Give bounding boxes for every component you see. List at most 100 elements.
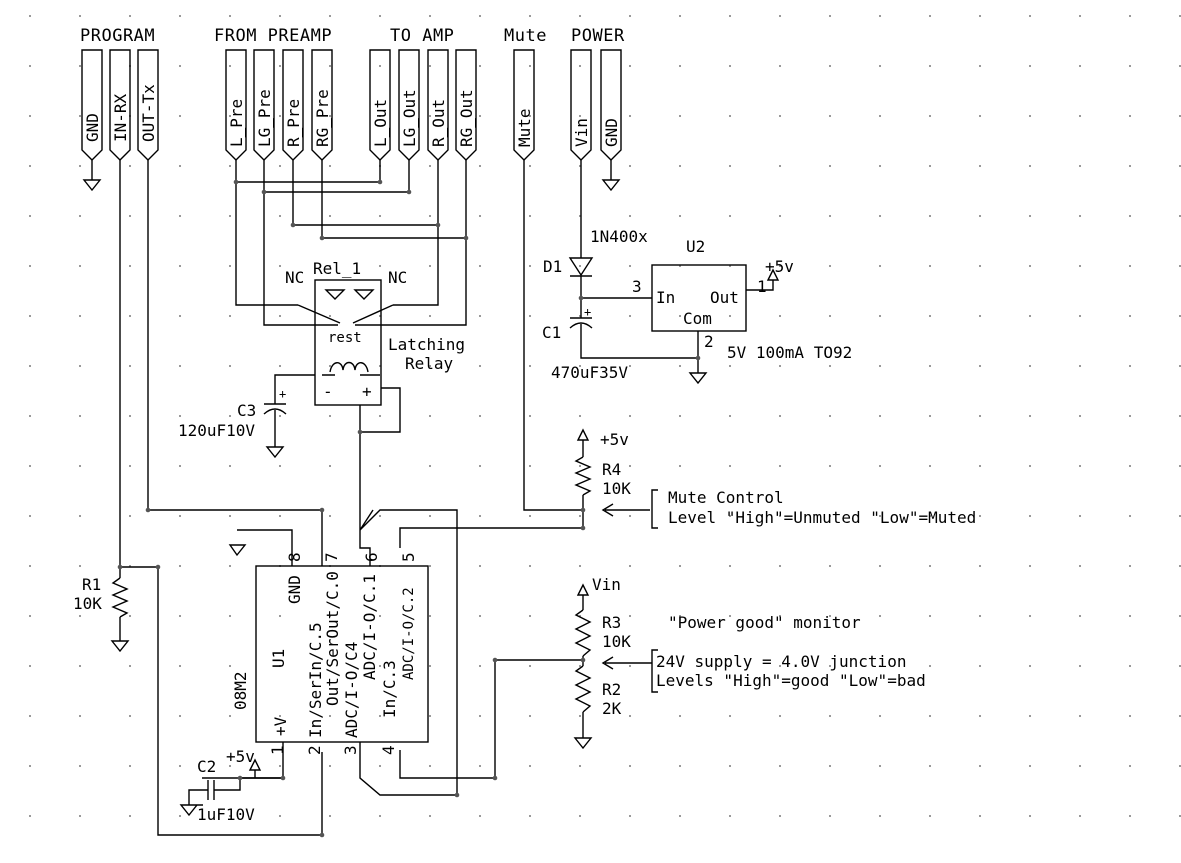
header-mute: Mute [504, 26, 547, 46]
ground-symbol [573, 720, 593, 750]
relay-description-2: Relay [405, 354, 454, 373]
u1-pin4-label: In/C.3 [380, 660, 399, 718]
power-monitor-line2: Levels "High"=good "Low"=bad [656, 671, 926, 690]
ground-symbol [228, 544, 247, 557]
connector-label: GND [83, 113, 102, 142]
rail-arrow-icon [248, 758, 262, 778]
connector-out-tx: OUT-Tx [137, 49, 159, 161]
r3-rail: Vin [592, 575, 621, 594]
regulator-ref: U2 [686, 237, 705, 256]
relay-contact-right [353, 289, 375, 300]
connector-label: Mute [515, 108, 534, 147]
relay-description-1: Latching [388, 335, 465, 354]
junction-dots [117, 179, 701, 838]
relay-coil-icon [322, 361, 380, 376]
r2-value: 2K [602, 699, 622, 718]
regulator-pin-out: 1 [757, 277, 767, 296]
regulator-com: Com [683, 309, 712, 328]
connector-label: LG_Out [400, 89, 419, 147]
connector-label: RG_Out [457, 89, 476, 147]
c3-ref: C3 [237, 401, 256, 420]
mute-control-bracket [651, 489, 658, 529]
connector-vin: Vin [570, 49, 592, 161]
power-monitor-bracket [651, 649, 658, 693]
ground-symbol [601, 160, 621, 192]
connector-in-rx: IN-RX [109, 49, 131, 161]
u1-pin2: 2 [305, 745, 324, 755]
c2-ref: C2 [197, 757, 216, 776]
program-wiring: R1 10K [73, 160, 323, 836]
diode-part: 1N400x [590, 227, 648, 246]
mute-control-levels: Level "High"=Unmuted "Low"=Muted [668, 508, 976, 527]
ground-symbols [82, 160, 708, 817]
r3-value: 10K [602, 632, 631, 651]
resistor-r3 [574, 609, 592, 657]
latching-relay: Rel_1 NC NC rest - + Latching Relay [285, 259, 465, 406]
mute-control: +5v R4 10K Mute Control Level "High"=Unm… [399, 160, 976, 548]
c1-value: 470uF35V [551, 363, 628, 382]
header-from-preamp: FROM PREAMP [214, 26, 332, 46]
relay-nc-left: NC [285, 268, 304, 287]
connector-label: LG_Pre [255, 89, 274, 147]
c3-plus: + [279, 387, 286, 401]
connector-label: R_Out [429, 99, 448, 147]
u1-pin5: 5 [399, 552, 418, 562]
power-monitor-title: "Power good" monitor [668, 613, 861, 632]
r4-ref: R4 [602, 460, 621, 479]
resistor-r2 [574, 665, 592, 713]
u1-part: 08M2 [231, 671, 250, 710]
regulator-pin-com: 2 [704, 332, 714, 351]
c3-capacitor: + C3 120uF10V [178, 374, 315, 440]
u1-pin4: 4 [379, 745, 398, 755]
regulator-description: 5V 100mA TO92 [727, 343, 852, 362]
ground-symbol [82, 160, 102, 192]
regulator-pin-in: 3 [632, 277, 642, 296]
connector-label: GND [602, 118, 621, 147]
relay-coil-plus: + [362, 382, 372, 401]
diode-ref: D1 [543, 257, 562, 276]
u1-pin1-label: +V [271, 716, 290, 736]
r1-ref: R1 [82, 575, 101, 594]
c3-value: 120uF10V [178, 421, 255, 440]
power-monitor-line1: 24V supply = 4.0V junction [656, 652, 906, 671]
regulator-out: Out [710, 288, 739, 307]
connector-lg-pre: LG_Pre [253, 49, 275, 161]
relay-coil-minus: - [323, 382, 333, 401]
resistor-r4 [574, 456, 592, 496]
regulator-in: In [656, 288, 675, 307]
c2-rail: +5v [226, 747, 255, 766]
connector-lg-out: LG_Out [398, 49, 420, 161]
header-program: PROGRAM [80, 26, 155, 46]
r3-ref: R3 [602, 613, 621, 632]
c1-ref: C1 [542, 323, 561, 342]
ground-symbol [265, 430, 285, 459]
connector-label: L_Out [371, 99, 390, 147]
relay-nc-right: NC [388, 268, 407, 287]
power-supply: 1N400x D1 U2 In Out Com 3 1 2 +5v 5V 100… [542, 160, 852, 382]
relay-ref: Rel_1 [313, 259, 361, 278]
connector-label: RG_Pre [313, 89, 332, 147]
connector-mute: Mute [513, 49, 535, 161]
connector-l-out: L_Out [369, 49, 391, 161]
connector-r-pre: R_Pre [282, 49, 304, 161]
edge-connectors: GND IN-RX OUT-Tx L_Pre LG_Pre R_Pre RG_P… [81, 49, 622, 161]
connector-label: L_Pre [227, 99, 246, 147]
u1-pin1: 1 [268, 745, 287, 755]
connector-label: IN-RX [111, 93, 130, 142]
connector-l-pre: L_Pre [225, 49, 247, 161]
u1-ref: U1 [269, 649, 288, 668]
connector-label: OUT-Tx [139, 84, 158, 142]
connector-label: R_Pre [284, 99, 303, 147]
coil-wiring [359, 387, 458, 795]
r2-ref: R2 [602, 680, 621, 699]
u1-pin5-label: ADC/I-O/C.2 [401, 587, 417, 680]
ground-symbol [688, 358, 708, 385]
u1-pin7-label: Out/SerOut/C.0 [323, 571, 342, 706]
connector-rg-pre: RG_Pre [311, 49, 333, 161]
power-monitor: Vin R3 10K R2 2K "Power good" monitor 24… [399, 575, 926, 779]
u1-pin6: 6 [362, 552, 381, 562]
c2-capacitor: C2 +5v 1uF10V [188, 747, 283, 824]
c2-value: 1uF10V [197, 805, 255, 824]
header-power: POWER [571, 26, 625, 46]
